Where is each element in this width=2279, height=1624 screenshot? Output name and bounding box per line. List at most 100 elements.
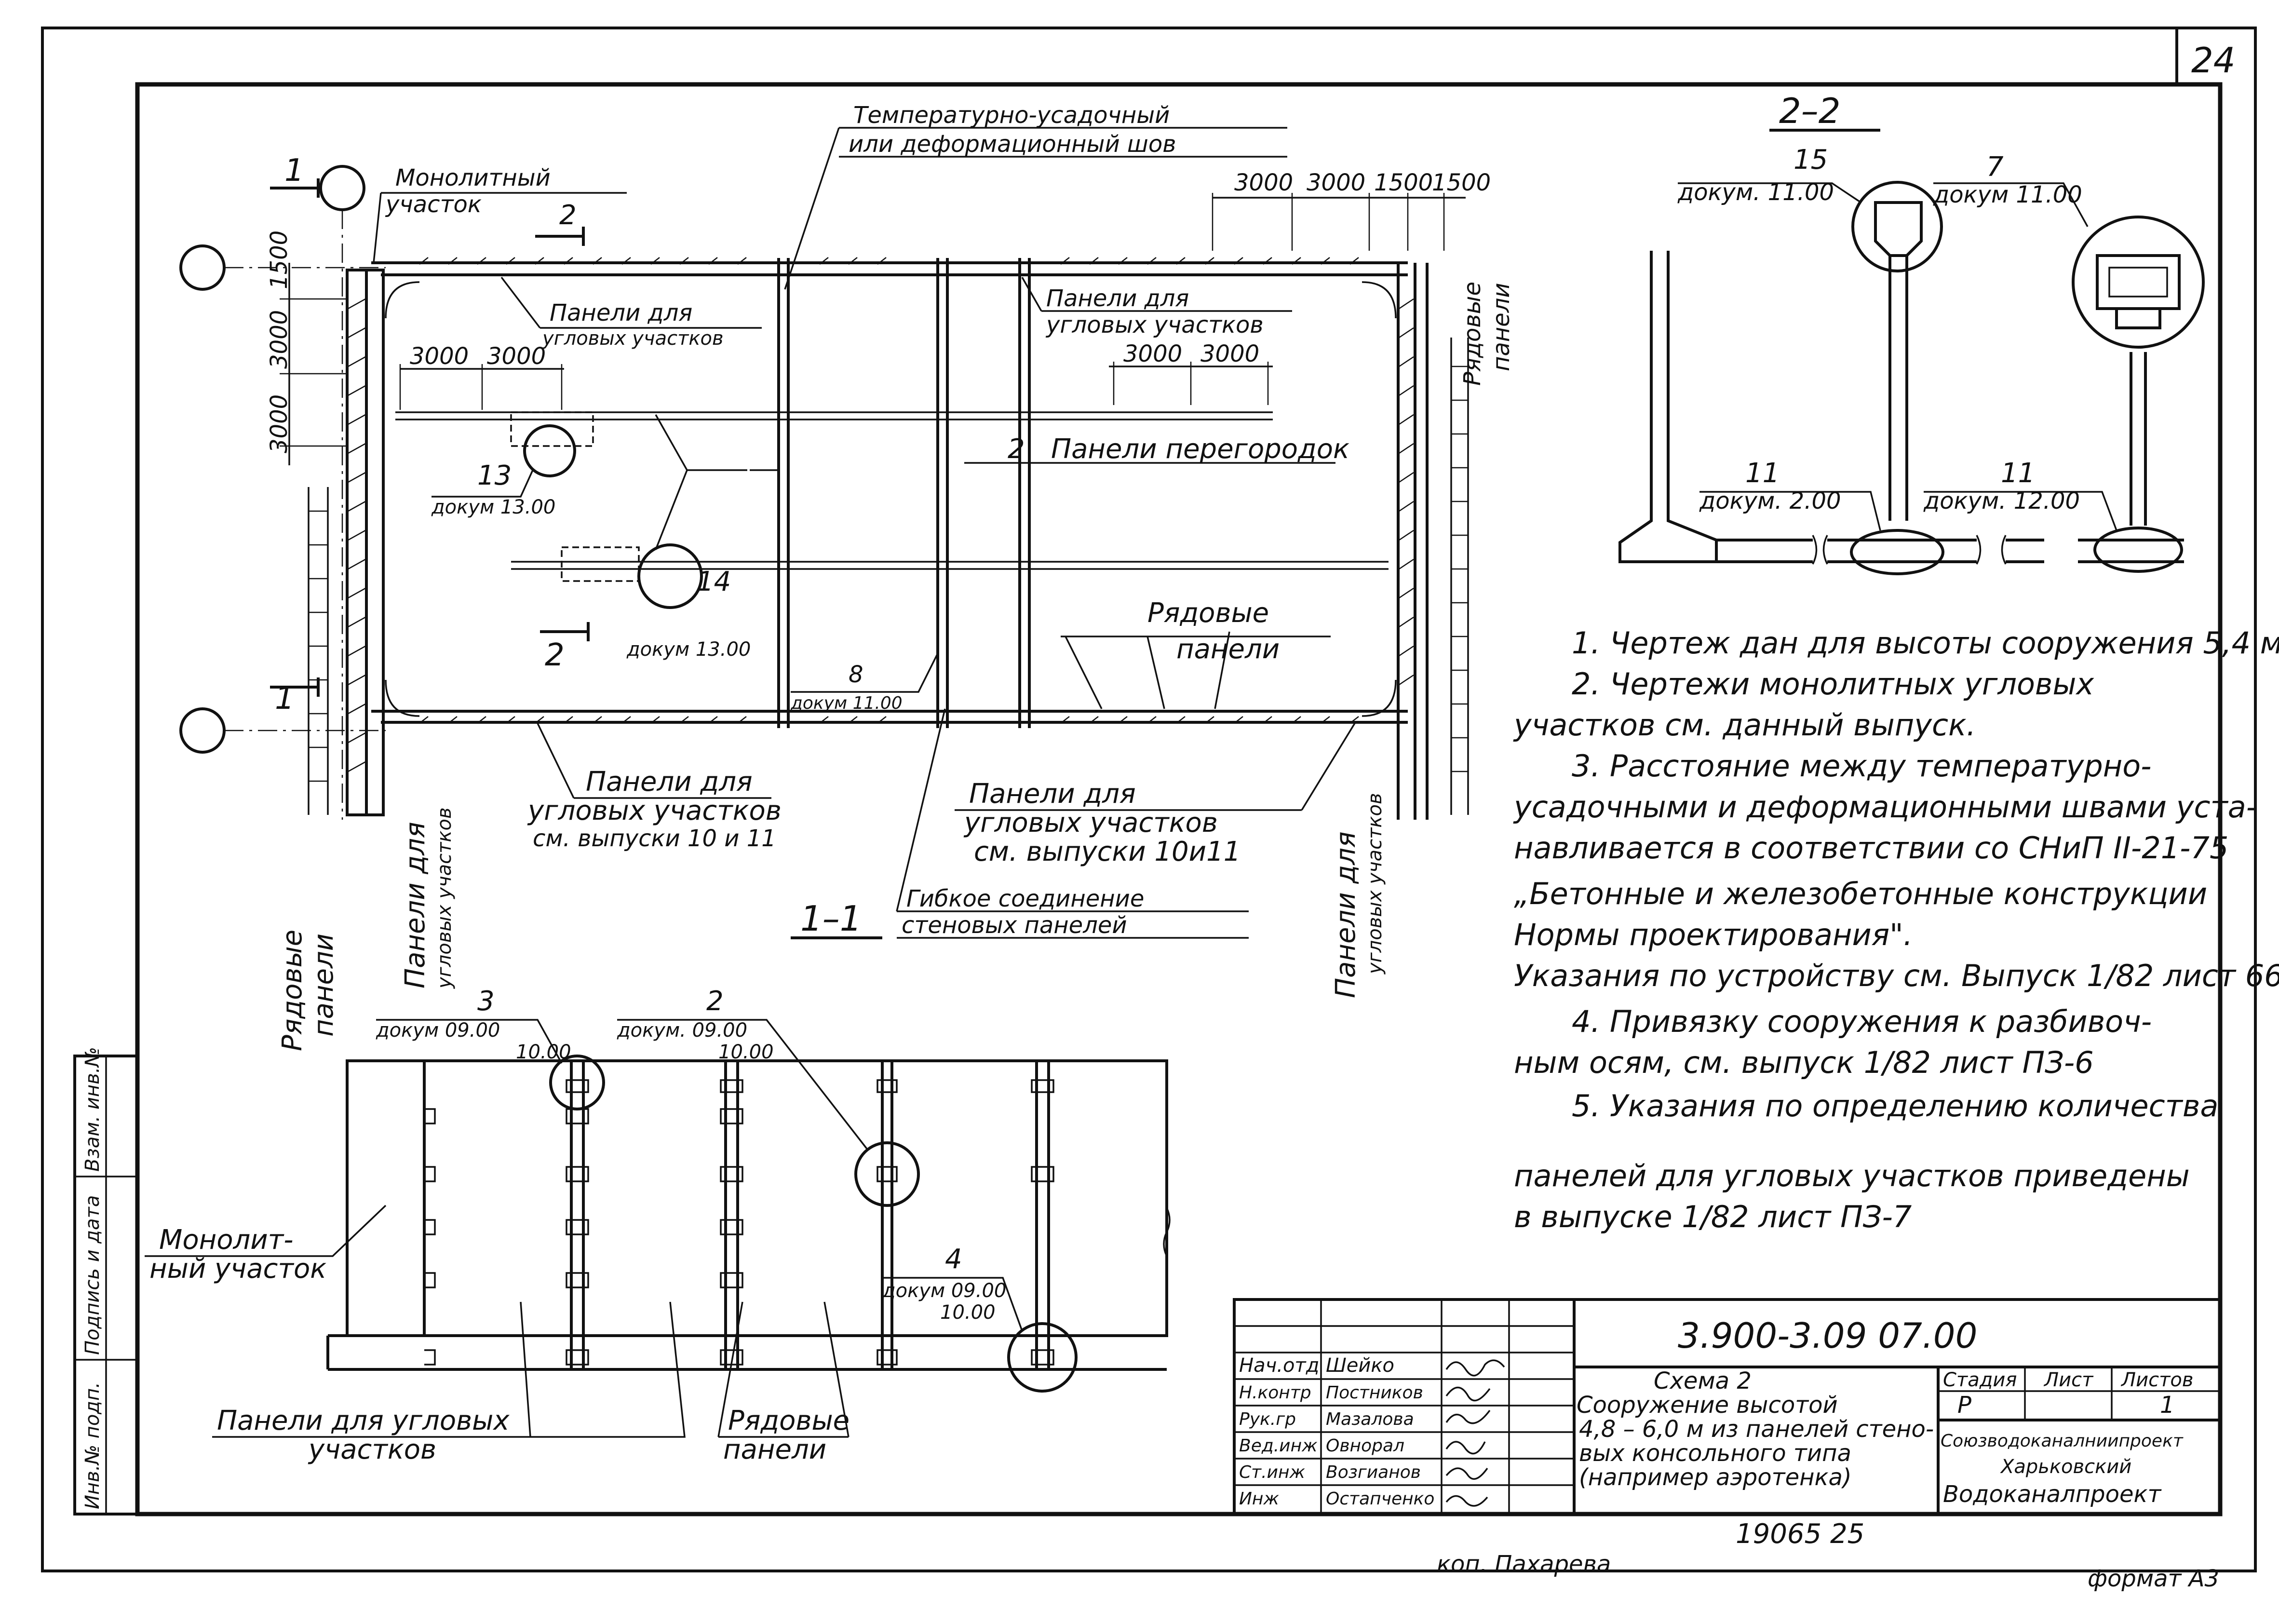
stage-value: Р bbox=[1957, 1392, 1971, 1419]
note-line-3: участков см. данный выпуск. bbox=[1513, 707, 1976, 743]
section-mark-2-top: 2 bbox=[559, 200, 577, 231]
role-5: Ст.инж bbox=[1239, 1462, 1305, 1482]
detail-circle-3 bbox=[549, 1055, 605, 1110]
label-corner-bm-1: Панели для bbox=[969, 778, 1136, 810]
label-corner-tr-2: угловых участков bbox=[1045, 311, 1264, 338]
detail-circle-7 bbox=[2072, 216, 2205, 349]
sheets-value: 1 bbox=[2160, 1392, 2175, 1419]
label-corner-bl-1: Панели для bbox=[586, 766, 753, 798]
note-line-12: 5. Указания по определению количества bbox=[1572, 1088, 2218, 1123]
label-ordinary-right-2: панели bbox=[1488, 283, 1515, 371]
callout-8-num: 8 bbox=[849, 661, 863, 688]
label-corner-tl-1: Панели для bbox=[550, 299, 692, 326]
section-2-2: 2–2 15 докум. 11.00 7 докум 11.00 11 док… bbox=[1618, 91, 2205, 575]
notes: 1. Чертеж дан для высоты сооружения 5,4 … bbox=[1513, 625, 2279, 1234]
section-mark-1-bottom: 1 bbox=[275, 681, 295, 717]
drawing-code: 3.900-3.09 07.00 bbox=[1678, 1315, 1977, 1356]
detail-circle-15 bbox=[1851, 181, 1943, 272]
title-line-3: 4,8 – 6,0 м из панелей стено- bbox=[1579, 1416, 1934, 1443]
detail-circle-13 bbox=[523, 424, 576, 477]
outer-walls bbox=[346, 261, 1429, 820]
detail-oval-11b bbox=[2093, 527, 2183, 573]
elev-label-ordinary-1: Рядовые bbox=[728, 1405, 850, 1436]
dim-top-2: 3000 bbox=[1307, 169, 1365, 196]
callout-13-doc: докум 13.00 bbox=[431, 496, 555, 518]
label-corner-tr-1: Панели для bbox=[1046, 285, 1189, 312]
section-marks: 1 1 2 2 bbox=[270, 153, 590, 717]
vlabel-ordinary-left-1: Рядовые bbox=[277, 930, 308, 1051]
label-flex-2: стеновых панелей bbox=[902, 912, 1127, 939]
name-4: Овнорал bbox=[1326, 1436, 1404, 1456]
org-line-3: Водоканалпроект bbox=[1943, 1481, 2162, 1508]
dim-left-h-1: 3000 bbox=[410, 343, 469, 370]
format-label: формат А3 bbox=[2088, 1565, 2219, 1592]
callout-4-num: 4 bbox=[945, 1244, 962, 1275]
name-2: Постников bbox=[1326, 1383, 1423, 1403]
note-line-8: Нормы проектирования". bbox=[1514, 917, 1913, 952]
stamp-signature-date: Подпись и дата bbox=[81, 1195, 104, 1355]
label-corner-bl-2: угловых участков bbox=[527, 795, 782, 826]
vlabel-corner-right-2: угловых участков bbox=[1364, 793, 1386, 974]
callout-2-doc-2: 10.00 bbox=[718, 1041, 774, 1063]
note-line-2: 2. Чертежи монолитных угловых bbox=[1572, 666, 2094, 702]
role-4: Вед.инж bbox=[1239, 1436, 1318, 1456]
callout-2-doc-1: докум. 09.00 bbox=[617, 1019, 747, 1042]
label-monolith-1: Монолитный bbox=[395, 164, 551, 191]
role-3: Рук.гр bbox=[1239, 1409, 1296, 1429]
callout-3-doc-2: 10.00 bbox=[516, 1041, 571, 1063]
detail-circle-14 bbox=[637, 543, 703, 609]
dim-top-3: 1500 bbox=[1374, 169, 1433, 196]
dim-left-v-3: 1500 bbox=[266, 230, 293, 289]
ordinary-panels-left bbox=[308, 487, 329, 815]
ordinary-panels-right bbox=[1450, 338, 1469, 815]
dims-left-horizontal: 3000 3000 bbox=[399, 343, 564, 410]
axis-bubble-top bbox=[179, 244, 226, 291]
elev-label-ordinary-2: панели bbox=[723, 1434, 826, 1465]
role-2: Н.контр bbox=[1239, 1383, 1311, 1403]
callout-11a-num: 11 bbox=[1745, 458, 1780, 489]
partition-walls bbox=[395, 411, 1389, 570]
dims-mid-horizontal: 3000 3000 bbox=[1109, 340, 1273, 405]
vlabel-corner-left-2: угловых участков bbox=[433, 807, 456, 989]
role-6: Инж bbox=[1239, 1489, 1279, 1509]
label-flex-1: Гибкое соединение bbox=[906, 885, 1144, 912]
note-line-13: панелей для угловых участков приведены bbox=[1514, 1158, 2190, 1193]
dim-top-4: 1500 bbox=[1432, 169, 1491, 196]
note-line-9: Указания по устройству см. Выпуск 1/82 л… bbox=[1514, 958, 2279, 993]
callout-3-num: 3 bbox=[477, 986, 495, 1017]
elev-label-corner-1: Панели для угловых bbox=[217, 1405, 510, 1436]
dim-left-v-2: 3000 bbox=[266, 310, 293, 369]
title-line-1: Схема 2 bbox=[1654, 1367, 1752, 1394]
elev-label-corner-2: участков bbox=[308, 1434, 436, 1465]
label-corner-tl-2: угловых участков bbox=[542, 327, 724, 350]
section-title-1-1: 1–1 bbox=[800, 898, 862, 939]
label-partition-num: 2 bbox=[1008, 433, 1025, 465]
elev-label-monolith-2: ный участок bbox=[149, 1253, 326, 1285]
label-partition: Панели перегородок bbox=[1051, 433, 1349, 465]
detail-circle-4 bbox=[1007, 1322, 1078, 1393]
wall-hatching bbox=[348, 257, 1414, 772]
label-corner-bm-3: см. выпуски 10и11 bbox=[974, 836, 1241, 867]
name-6: Остапченко bbox=[1326, 1489, 1434, 1509]
vlabel-corner-right-1: Панели для bbox=[1330, 831, 1362, 998]
detail-circle-2 bbox=[854, 1141, 920, 1207]
dim-left-h-2: 3000 bbox=[487, 343, 546, 370]
name-3: Мазалова bbox=[1326, 1409, 1414, 1429]
callout-7-doc: докум 11.00 bbox=[1933, 181, 2082, 208]
title-line-5: (например аэротенка) bbox=[1579, 1464, 1852, 1491]
note-line-6: навливается в соответствии со СНиП II-21… bbox=[1514, 830, 2228, 866]
plan-1-1: 1 1 2 2 Монолитный участок Температурно-… bbox=[179, 102, 1515, 1051]
elev-label-monolith-1: Монолит- bbox=[159, 1224, 293, 1256]
callout-14-num: 14 bbox=[697, 566, 731, 597]
note-line-14: в выпуске 1/82 лист ПЗ-7 bbox=[1514, 1199, 1912, 1234]
sheet-header: Лист bbox=[2043, 1369, 2094, 1391]
section-mark-1-top: 1 bbox=[284, 153, 304, 189]
name-5: Возгианов bbox=[1326, 1462, 1421, 1482]
elevation-connectors bbox=[424, 1079, 1054, 1366]
page-number: 24 bbox=[2191, 40, 2236, 81]
label-joint-2: или деформационный шов bbox=[849, 131, 1176, 158]
sheet-frame: 24 bbox=[41, 27, 2257, 1572]
dims-left-vertical: 3000 3000 1500 bbox=[266, 230, 347, 465]
note-line-4: 3. Расстояние между температурно- bbox=[1572, 748, 2152, 784]
